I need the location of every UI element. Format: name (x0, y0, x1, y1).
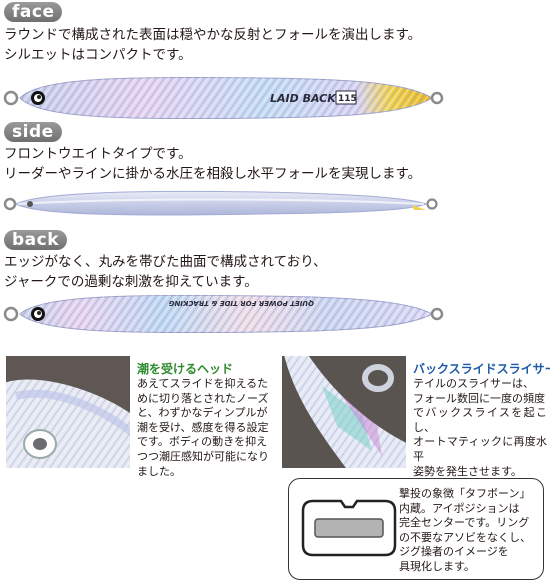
head-line: あえてスライドを抑えるた (137, 377, 269, 390)
face-line-2: シルエットはコンパクトです。 (4, 47, 192, 63)
ring-line: 具現化します。 (399, 559, 475, 573)
ring-line: 内蔵。アイポジションは (399, 501, 520, 515)
slider-line: テイルのスライサーは、 (413, 377, 534, 390)
slider-title: バックスライドスライサー (413, 362, 550, 376)
back-lure-text: QUIET POWER FOR TIDE & TRACKING (168, 299, 314, 307)
tough-bone-diagram (301, 499, 397, 557)
head-line: ました。 (137, 464, 181, 478)
face-tag: face (4, 2, 63, 22)
back-line-1: エッジがなく、丸みを帯びた曲面で構成されており、 (4, 254, 327, 270)
side-tag: side (4, 122, 62, 142)
back-line-2: ジャークでの過剰な刺激を抑えています。 (4, 274, 258, 290)
head-line: と、わずかなディンプルが (137, 406, 268, 420)
ring-body: 撃投の象徴「タフボーン」 内蔵。アイポジションは 完全センターです。リング の不… (399, 487, 537, 574)
slider-body: テイルのスライサーは、 フォール数回に一度の頻度 でバックスライスを起こし、 オ… (413, 377, 547, 479)
back-tag: back (4, 230, 68, 250)
ring-line: ジグ操者のイメージを (399, 545, 509, 558)
face-lure-image: LAID BACK 115 (3, 76, 444, 120)
slider-line: オートマティックに再度水平 (413, 435, 547, 463)
head-body: あえてスライドを抑えるた めに切り落とされたノーズ と、わずかなディンプルが 潮… (137, 377, 273, 479)
side-lure-image (3, 190, 438, 216)
slider-line: 姿勢を発生させます。 (413, 464, 522, 478)
slider-line: フォール数回に一度の頻度 (413, 391, 545, 405)
ring-info-box: 撃投の象徴「タフボーン」 内蔵。アイポジションは 完全センターです。リング の不… (288, 478, 544, 580)
face-lure-text: LAID BACK (270, 92, 337, 105)
side-line-1: フロントウエイトタイプです。 (4, 146, 192, 162)
head-line: つつ潮圧感知が可能になり (137, 449, 269, 463)
head-photo (6, 356, 130, 468)
ring-line: 撃投の象徴「タフボーン」 (399, 487, 531, 500)
slider-photo (282, 356, 406, 468)
ring-line: 完全センターです。リング (399, 516, 530, 529)
head-line: です。ボディの動きを抑え (137, 435, 268, 449)
face-lure-size: 115 (338, 94, 357, 104)
face-line-1: ラウンドで構成された表面は穏やかな反射とフォールを演出します。 (4, 27, 422, 43)
back-lure-image: QUIET POWER FOR TIDE & TRACKING (3, 294, 444, 334)
ring-line: の不要なアソビをなくし、 (399, 530, 531, 544)
slider-line: でバックスライスを起こし、 (413, 406, 547, 434)
side-line-2: リーダーやラインに掛かる水圧を相殺し水平フォールを実現します。 (4, 166, 422, 182)
head-title: 潮を受けるヘッド (137, 362, 234, 376)
head-line: 潮を受け、感度を得る設定 (137, 420, 269, 434)
head-line: めに切り落とされたノーズ (137, 391, 269, 405)
